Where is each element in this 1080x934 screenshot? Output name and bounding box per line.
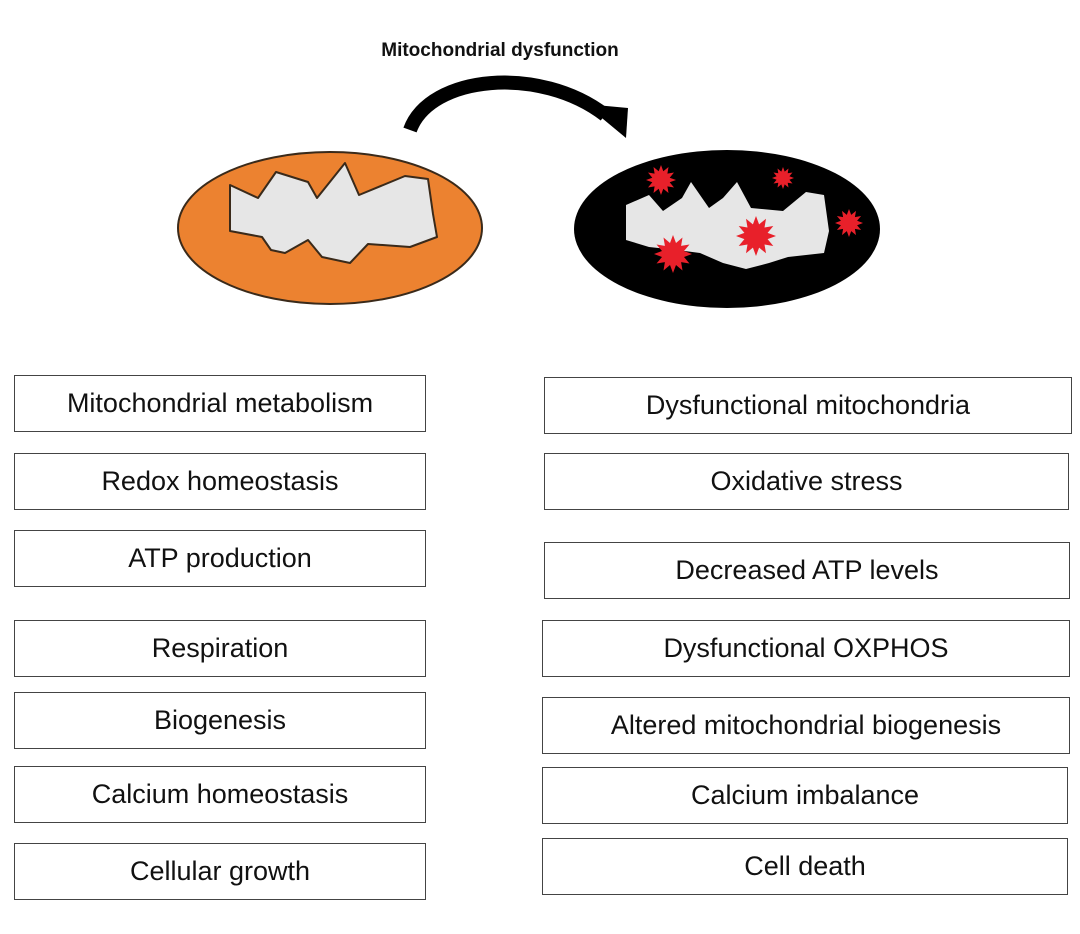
ros-burst-icon — [772, 167, 794, 189]
ros-burst-icon — [646, 165, 676, 195]
ros-burst-icon — [736, 216, 776, 256]
ros-burst-icon — [654, 235, 692, 273]
dysfunction-effect-box: Dysfunctional mitochondria — [544, 377, 1072, 434]
dysfunction-effect-box: Decreased ATP levels — [544, 542, 1070, 599]
dysfunction-effect-box: Calcium imbalance — [542, 767, 1068, 824]
healthy-function-box: ATP production — [14, 530, 426, 587]
healthy-function-box: Mitochondrial metabolism — [14, 375, 426, 432]
dysfunction-effect-box: Dysfunctional OXPHOS — [542, 620, 1070, 677]
healthy-function-box: Biogenesis — [14, 692, 426, 749]
healthy-function-box: Respiration — [14, 620, 426, 677]
diagram-title: Mitochondrial dysfunction — [381, 40, 619, 61]
healthy-function-box: Redox homeostasis — [14, 453, 426, 510]
healthy-function-box: Cellular growth — [14, 843, 426, 900]
dysfunction-effect-box: Cell death — [542, 838, 1068, 895]
dysfunctional-mitochondrion — [574, 150, 880, 308]
healthy-mitochondrion — [177, 151, 483, 305]
healthy-function-box: Calcium homeostasis — [14, 766, 426, 823]
ros-burst-icon — [835, 209, 863, 237]
dysfunction-effect-box: Altered mitochondrial biogenesis — [542, 697, 1070, 754]
transition-arrow — [403, 75, 628, 138]
dysfunction-effect-box: Oxidative stress — [544, 453, 1069, 510]
